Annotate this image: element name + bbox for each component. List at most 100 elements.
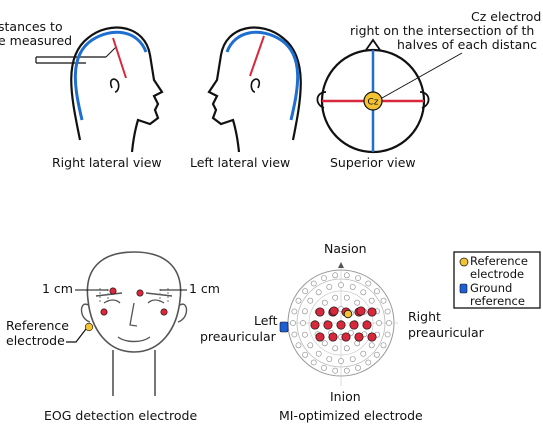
legend: Reference electrode Ground reference: [453, 251, 541, 309]
mi-optimized-electrode: [354, 332, 364, 342]
mi-background-electrode: [326, 283, 333, 290]
caption-right-lateral: Right lateral view: [52, 155, 162, 170]
mi-background-electrode: [349, 283, 356, 290]
mi-background-electrode: [360, 289, 367, 296]
caption-eog: EOG detection electrode: [44, 408, 197, 423]
cz-pointer: [381, 52, 463, 99]
mi-ground-electrode: [279, 321, 289, 333]
mi-optimized-electrode: [323, 320, 333, 330]
left-lateral-head: [207, 26, 302, 153]
legend-reference-line2: electrode: [470, 267, 524, 281]
mi-background-electrode: [321, 299, 328, 306]
mi-background-electrode: [332, 272, 339, 279]
mi-background-electrode: [347, 329, 354, 336]
mi-background-electrode: [338, 282, 344, 288]
mi-left-label-line2: preauricular: [200, 329, 277, 344]
right-lateral-head: [70, 26, 164, 153]
mi-electrode-map: [284, 262, 398, 386]
cz-label-line2: right on the intersection of th: [350, 23, 534, 38]
cz-electrode-label: Cz: [367, 98, 378, 108]
mi-optimized-electrode: [367, 307, 377, 317]
cz-label-line3: halves of each distanc: [397, 37, 537, 52]
mi-background-electrode: [368, 297, 375, 304]
mi-background-electrode: [307, 297, 314, 304]
eog-reference-electrode: [84, 322, 94, 332]
mi-optimized-electrode: [310, 320, 320, 330]
mi-background-electrode: [355, 275, 361, 281]
mi-background-electrode: [343, 345, 350, 352]
mi-background-electrode: [343, 272, 350, 279]
eog-electrode-upper-right: [136, 289, 144, 297]
mi-background-electrode: [321, 275, 327, 281]
mi-background-electrode: [343, 367, 350, 374]
mi-background-electrode: [384, 331, 391, 338]
eog-electrode-lower-left: [100, 308, 108, 316]
mi-background-electrode: [321, 340, 328, 347]
mi-right-label-line2: preauricular: [408, 325, 485, 340]
eog-electrode-upper-left: [109, 287, 117, 295]
mi-background-electrode: [368, 342, 375, 349]
superior-head: Cz: [316, 38, 430, 154]
distances-pointer-tip: [105, 46, 117, 58]
legend-reference-swatch: [459, 257, 469, 267]
eog-electrode-lower-right: [160, 308, 168, 316]
cz-electrode: [363, 91, 383, 111]
mi-background-electrode: [332, 294, 339, 301]
mi-background-electrode: [321, 364, 327, 371]
right-lateral-blue-line: [73, 30, 148, 121]
eog-reference-line1: Reference: [6, 318, 69, 333]
mi-inion-label: Inion: [330, 389, 361, 404]
mi-background-electrode: [301, 308, 308, 315]
legend-ground-line1: Ground: [470, 281, 512, 295]
mi-background-electrode: [373, 288, 380, 295]
mi-background-electrode: [290, 320, 296, 326]
mi-background-electrode: [302, 351, 308, 358]
mi-background-electrode: [354, 299, 361, 306]
mi-background-electrode: [302, 288, 308, 295]
left-lateral-blue-line: [225, 30, 300, 121]
mi-optimized-electrode: [315, 307, 325, 317]
mi-background-electrode: [295, 342, 302, 349]
caption-superior: Superior view: [330, 155, 416, 170]
mi-background-electrode: [355, 364, 361, 371]
mi-left-label-line1: Left: [254, 313, 278, 328]
mi-optimized-electrode: [315, 332, 325, 342]
mi-optimized-electrode: [328, 332, 338, 342]
mi-background-electrode: [326, 356, 333, 362]
mi-background-electrode: [332, 367, 339, 374]
distances-label-line1: stances to: [0, 19, 63, 34]
mi-background-electrode: [310, 280, 317, 287]
mi-optimized-electrode: [367, 332, 377, 342]
mi-background-electrode: [300, 320, 306, 326]
caption-mi: MI-optimized electrode: [279, 408, 423, 423]
right-lateral-red-line: [112, 37, 127, 79]
mi-background-electrode: [386, 320, 392, 326]
eog-1cm-left: 1 cm: [42, 281, 73, 296]
mi-optimized-electrode: [349, 320, 359, 330]
mi-optimized-electrode: [329, 306, 339, 316]
mi-optimized-electrodes: [310, 306, 377, 342]
mi-background-electrode: [291, 308, 298, 315]
mi-background-electrode: [380, 297, 387, 304]
mi-background-electrode: [360, 350, 367, 357]
mi-background-electrode: [349, 356, 356, 362]
legend-ground-swatch: [459, 283, 468, 294]
eog-reference-pointer: [66, 328, 87, 343]
mi-optimized-electrode: [336, 320, 346, 330]
mi-background-electrode: [365, 280, 372, 287]
mi-background-electrode: [343, 294, 350, 301]
distances-label-line2: e measured: [0, 33, 72, 48]
mi-optimized-electrode: [341, 332, 351, 342]
mi-reference-electrode: [343, 309, 353, 319]
eog-face: [80, 251, 188, 396]
mi-optimized-electrode: [356, 306, 366, 316]
mi-background-electrode: [338, 358, 344, 364]
mi-background-electrode: [301, 331, 308, 338]
mi-background-electrode: [295, 297, 302, 304]
mi-background-electrode: [365, 359, 372, 366]
mi-background-electrode: [380, 342, 387, 349]
mi-background-electrode: [310, 359, 317, 366]
legend-ground-line2: reference: [470, 294, 525, 308]
cz-label-line1: Cz electrod: [471, 9, 541, 24]
